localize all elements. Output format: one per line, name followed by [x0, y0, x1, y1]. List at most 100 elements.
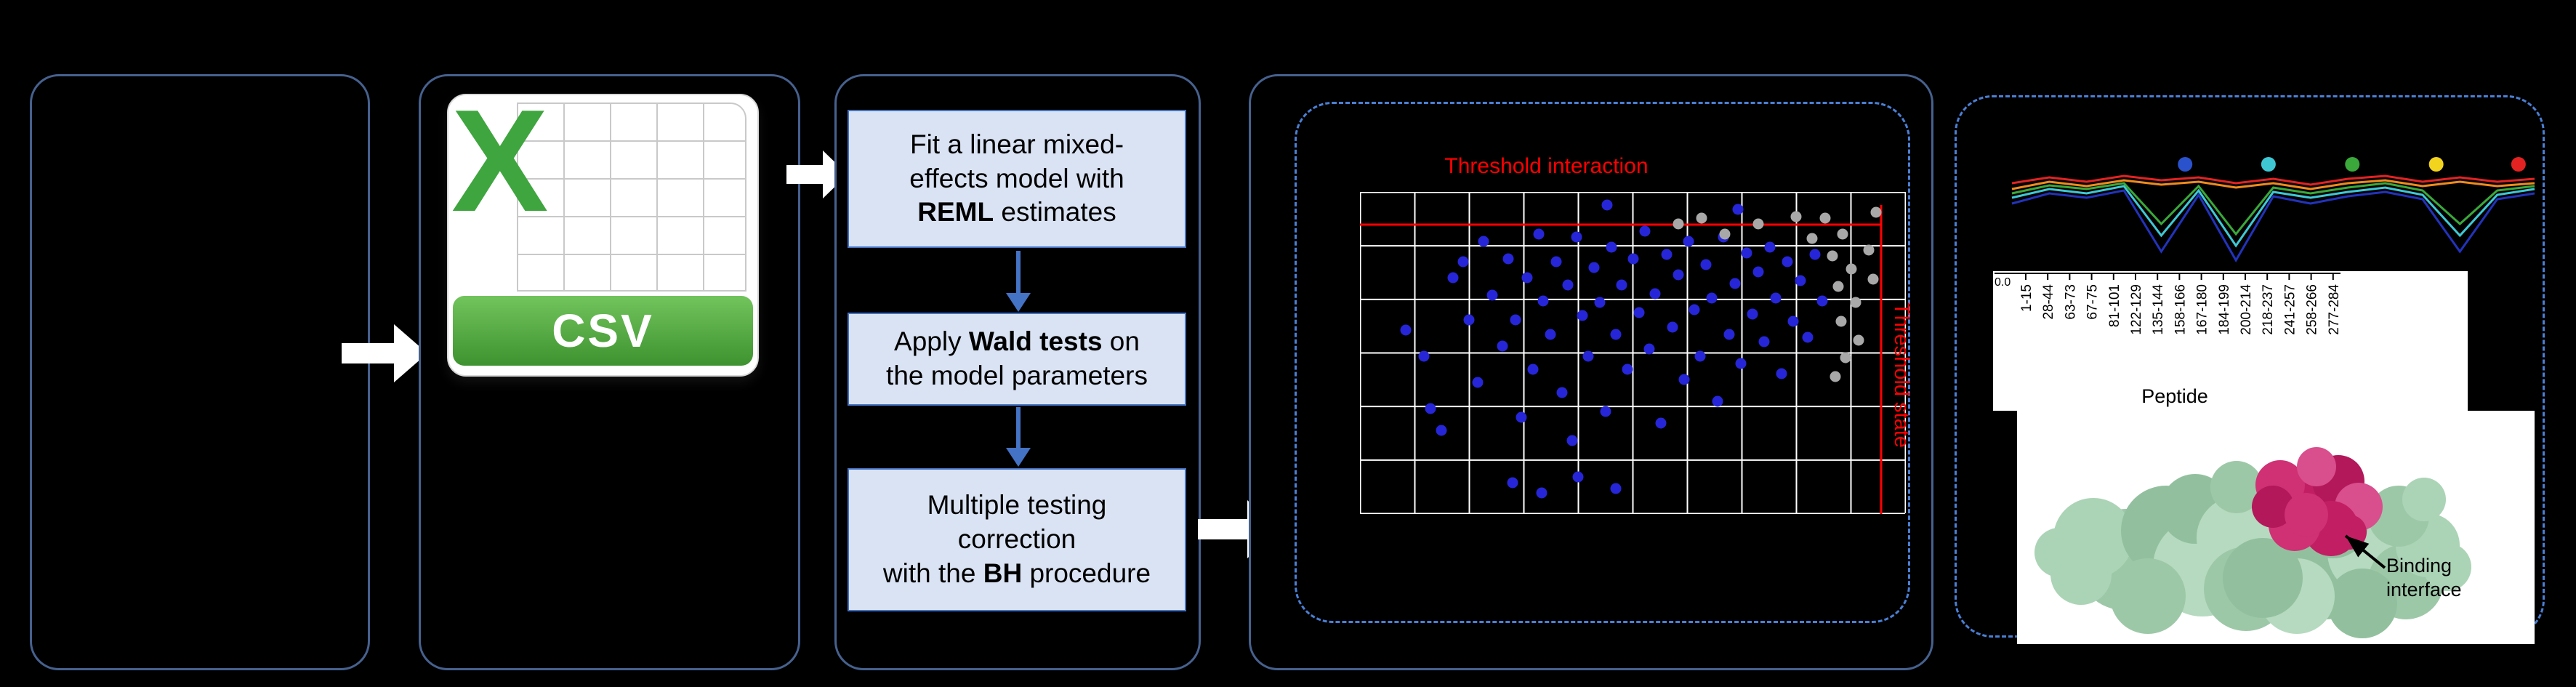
- threshold-state-label: Threshold state: [1890, 302, 1913, 448]
- peptide-tick-label: 81-101: [2107, 284, 2122, 327]
- down-arrow-icon: [1006, 407, 1031, 467]
- scatter-point: [1610, 329, 1622, 340]
- peptide-tick-label: 277-284: [2327, 284, 2342, 335]
- peptide-tick-label: 135-144: [2151, 284, 2166, 335]
- down-arrow-icon: [1006, 251, 1031, 312]
- arrow-shaft: [342, 343, 395, 363]
- peptide-tick-label: 184-199: [2217, 284, 2232, 335]
- scatter-point: [1655, 417, 1667, 429]
- arrow-shaft: [1198, 519, 1249, 539]
- binding-interface-line2: interface: [2386, 578, 2462, 600]
- scatter-point: [1588, 262, 1600, 273]
- legend-dot: [2178, 157, 2193, 172]
- scatter-point: [1472, 377, 1484, 388]
- scatter-point: [1627, 253, 1639, 265]
- scatter-point: [1832, 281, 1844, 292]
- binding-interface-blob: [2332, 515, 2367, 550]
- scatter-point: [1673, 218, 1684, 230]
- scatter-point: [1418, 350, 1430, 362]
- binding-interface-line1: Binding: [2386, 555, 2452, 576]
- peptide-tick-label: 167-180: [2195, 284, 2210, 335]
- scatter-point: [1870, 206, 1882, 218]
- scatter-point: [1463, 314, 1475, 326]
- protein-structure-image: [2034, 447, 2471, 638]
- scatter-point: [1696, 212, 1707, 224]
- scatter-point: [1840, 352, 1851, 363]
- protein-surface-blob: [2034, 528, 2084, 577]
- scatter-point: [1790, 211, 1802, 222]
- peptide-tick-label: 1-15: [2019, 284, 2034, 312]
- scatter-point: [1536, 487, 1547, 499]
- scatter-point: [1447, 272, 1459, 284]
- scatter-point: [1497, 340, 1508, 352]
- peptide-tick-label: 258-266: [2305, 284, 2320, 335]
- y-axis-tick-label: 0.0: [1995, 276, 2011, 289]
- scatter-point: [1601, 199, 1613, 211]
- protein-surface-blob: [2110, 558, 2186, 634]
- scatter-point: [1706, 292, 1718, 304]
- scatter-point: [1400, 324, 1412, 336]
- binding-interface-blob: [2285, 493, 2328, 537]
- scatter-point: [1806, 233, 1818, 244]
- scatter-point: [1764, 241, 1776, 253]
- scatter-point: [1594, 297, 1606, 308]
- scatter-point: [1683, 236, 1694, 247]
- uptake-plot: [2011, 157, 2535, 263]
- legend-dot: [2511, 157, 2526, 172]
- scatter-point: [1816, 295, 1828, 307]
- csv-file-icon: X CSV: [447, 80, 759, 377]
- protein-surface-blob: [2223, 538, 2303, 618]
- scatter-point: [1510, 314, 1521, 326]
- arrow-head: [1006, 448, 1031, 467]
- scatter-point: [1610, 483, 1622, 494]
- scatter-point: [1776, 368, 1787, 379]
- binding-interface-blob: [2252, 486, 2294, 528]
- scatter-point: [1758, 336, 1770, 347]
- scatter-point: [1729, 278, 1741, 289]
- scatter-point: [1622, 363, 1633, 375]
- scatter-point: [1752, 218, 1764, 230]
- scatter-point: [1735, 358, 1747, 369]
- scatter-point: [1827, 250, 1838, 262]
- protein-surface-blob: [2402, 478, 2446, 521]
- scatter-point: [1835, 316, 1847, 327]
- scatter-point: [1521, 272, 1533, 284]
- binding-interface-blob: [2297, 447, 2336, 486]
- spreadsheet-grid-icon: [517, 103, 746, 292]
- arrow-shaft: [1016, 407, 1021, 449]
- scatter-point: [1545, 329, 1556, 340]
- scatter-point: [1719, 228, 1731, 240]
- csv-banner-label: CSV: [552, 305, 654, 357]
- scatter-point: [1673, 269, 1684, 281]
- scatter-point: [1830, 371, 1841, 382]
- arrow-shaft: [1016, 251, 1021, 294]
- peptide-tick-label: 218-237: [2261, 284, 2276, 335]
- results-plot-panel: [1249, 74, 1933, 670]
- scatter-point: [1527, 363, 1539, 375]
- scatter-point: [1712, 395, 1723, 407]
- scatter-point: [1606, 241, 1617, 253]
- peptide-tick-label: 158-166: [2173, 284, 2188, 335]
- threshold-interaction-label: Threshold interaction: [1444, 154, 1649, 178]
- peptide-tick-label: 63-73: [2063, 284, 2078, 320]
- volcano-dashed-frame: [1295, 102, 1910, 623]
- arrow-head: [1006, 293, 1031, 312]
- scatter-point: [1649, 288, 1661, 300]
- protein-surface-blob: [2423, 543, 2471, 591]
- scatter-point: [1770, 292, 1782, 304]
- scatter-point: [1837, 228, 1848, 240]
- scatter-point: [1562, 279, 1574, 291]
- scatter-point: [1802, 332, 1814, 343]
- scatter-point: [1723, 329, 1735, 340]
- scatter-point: [1752, 266, 1764, 278]
- uptake-line: [2011, 182, 2535, 236]
- scatter-point: [1502, 253, 1514, 265]
- input-data-panel: [30, 74, 370, 670]
- scatter-point: [1732, 204, 1744, 215]
- peptide-tick-label: 241-257: [2282, 284, 2298, 335]
- scatter-point: [1643, 343, 1655, 355]
- scatter-point: [1809, 249, 1821, 260]
- scatter-point: [1850, 297, 1861, 308]
